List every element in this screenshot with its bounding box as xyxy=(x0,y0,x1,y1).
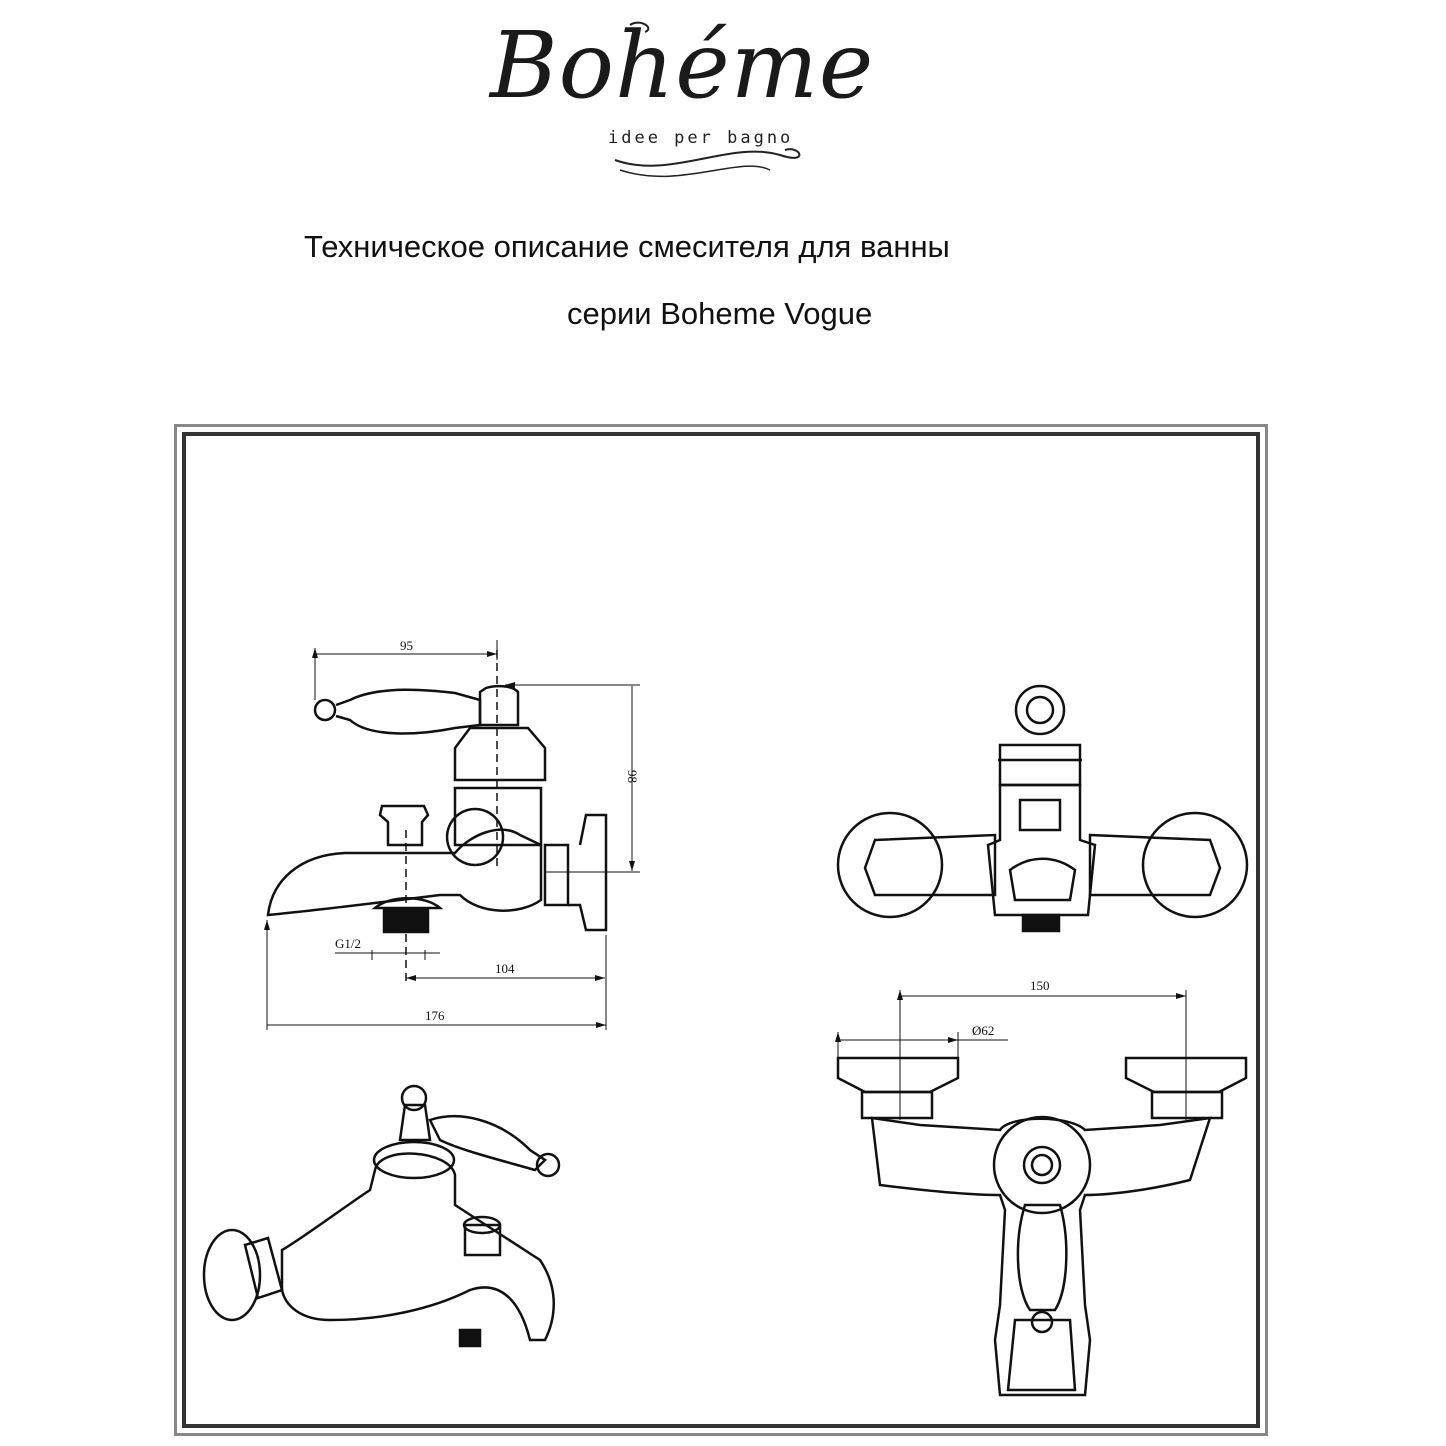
dim-176: 176 xyxy=(425,1008,445,1023)
brand-logo: Bohéme idee per bagno xyxy=(480,20,900,190)
front-view xyxy=(836,684,1249,933)
drawing-frame-outer xyxy=(174,424,1268,1436)
drawing-frame xyxy=(182,432,1260,1428)
document-title: Техническое описание смесителя для ванны xyxy=(304,229,950,264)
side-view: 95 98 G1/2 104 176 xyxy=(267,638,640,1030)
isometric-view xyxy=(202,1084,561,1348)
logo-tagline: idee per bagno xyxy=(608,128,794,148)
logo-wordmark: Bohéme xyxy=(490,12,875,119)
dim-98: 98 xyxy=(625,770,640,783)
dim-150: 150 xyxy=(1030,978,1050,993)
dim-g12: G1/2 xyxy=(335,936,361,951)
dim-104: 104 xyxy=(495,961,515,976)
dim-95: 95 xyxy=(400,638,413,653)
logo-flourish xyxy=(614,21,801,178)
top-view: 150 Ø62 xyxy=(838,978,1248,1397)
document-subtitle: серии Boheme Vogue xyxy=(567,296,873,331)
dim-diameter-62: Ø62 xyxy=(972,1023,994,1038)
